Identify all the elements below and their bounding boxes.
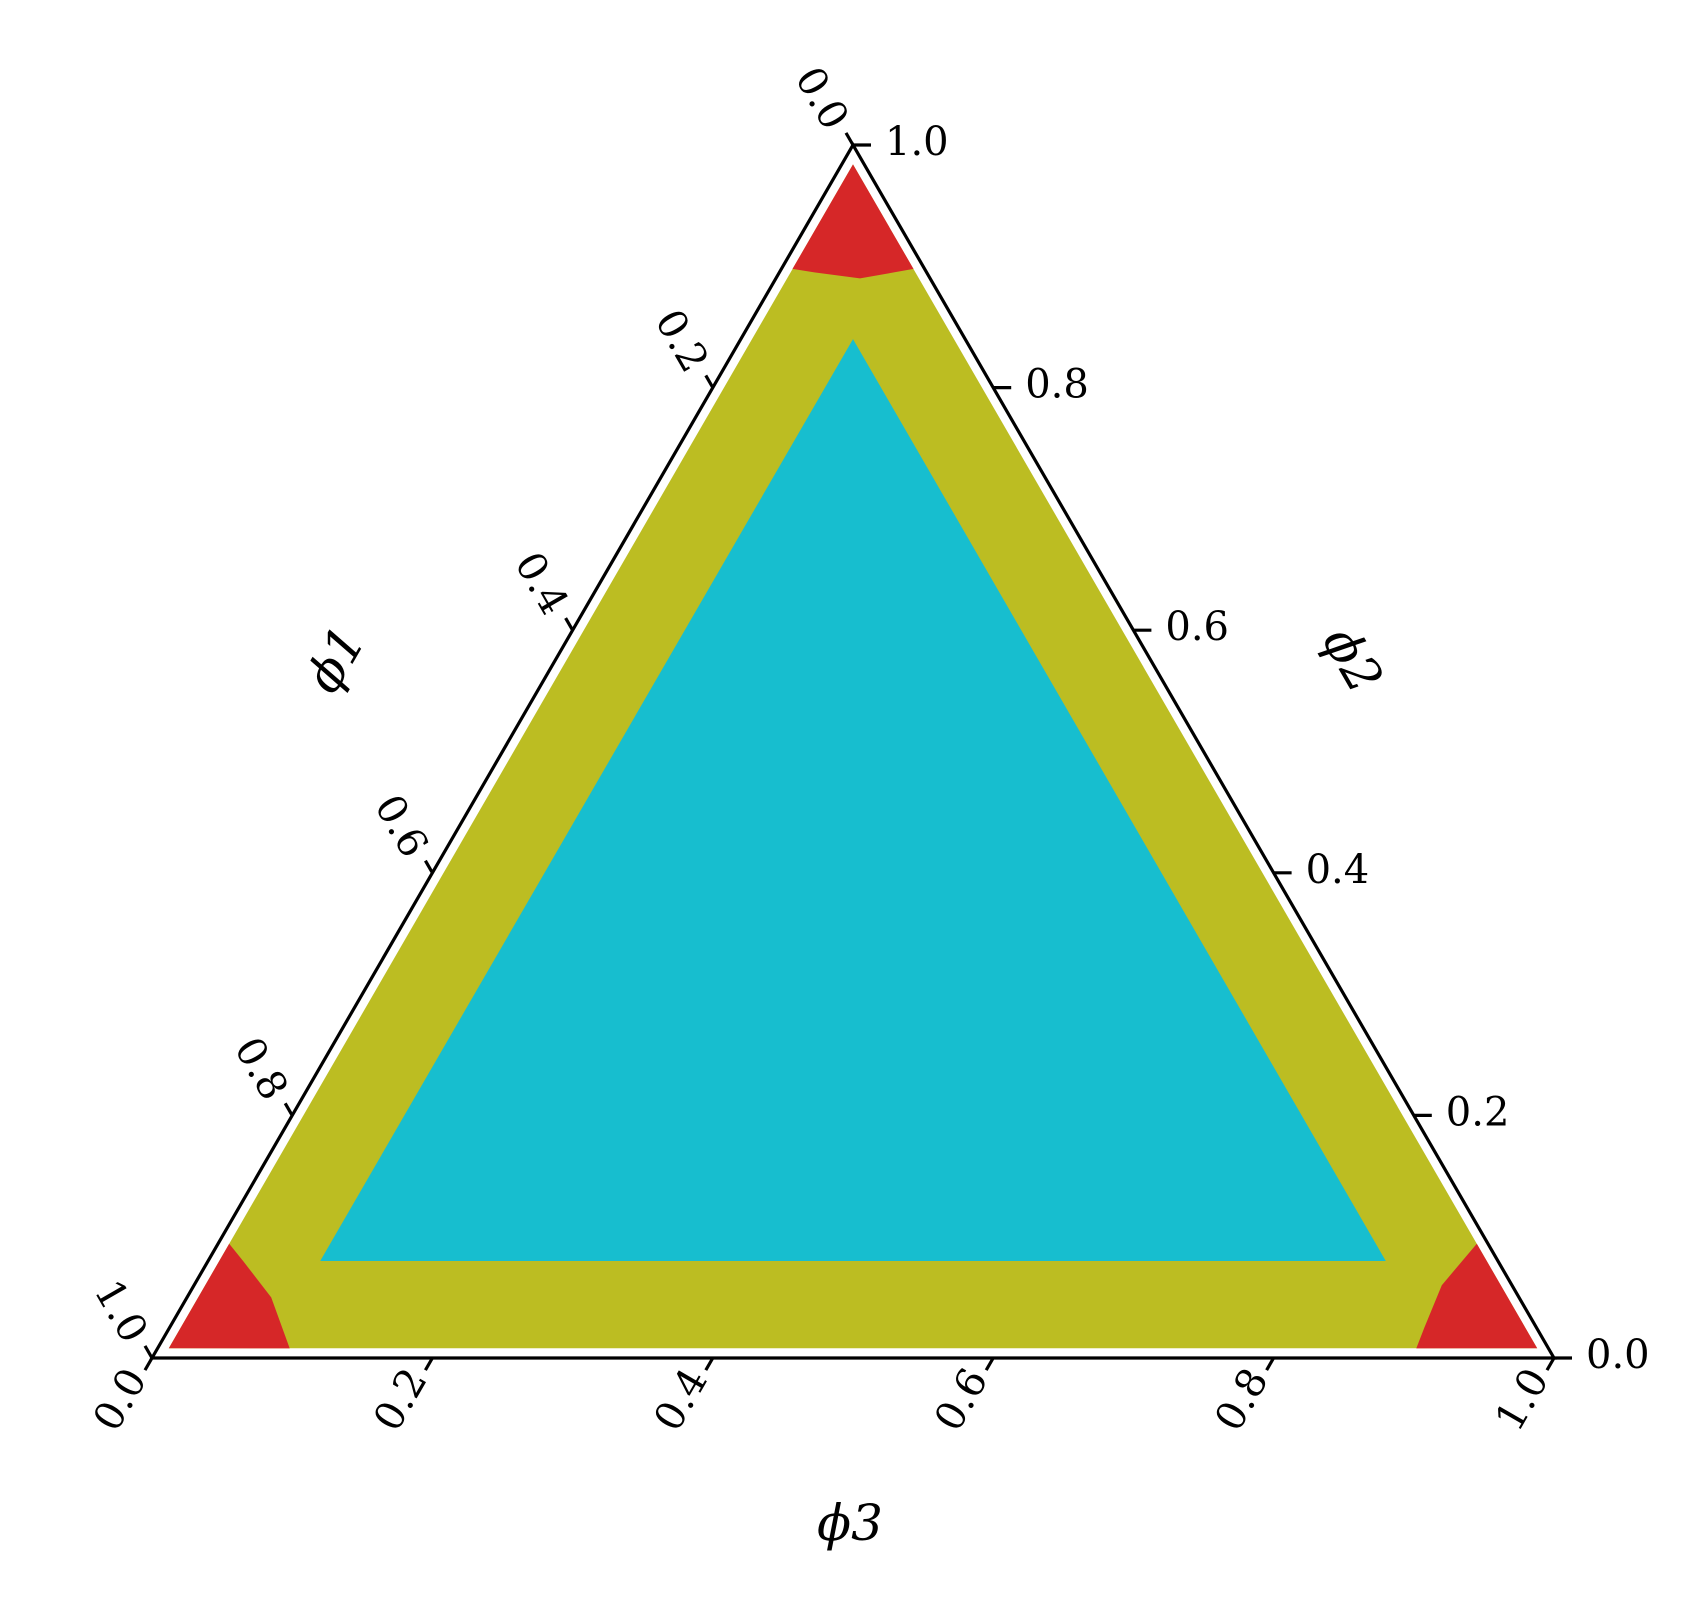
tick-phi1-0.4: [564, 617, 574, 632]
phase-regions: [168, 164, 1538, 1349]
tick-label-phi3-0.2: 0.2: [365, 1361, 437, 1439]
tick-phi1-0.6: [424, 859, 434, 874]
axis-title-phi2: ϕ2: [1311, 616, 1394, 702]
tick-label-phi3-0.0: 0.0: [85, 1361, 157, 1439]
tick-label-phi2-0.0: 0.0: [1586, 1332, 1650, 1378]
axis-title-phi1: ϕ1: [294, 616, 377, 702]
tick-label-phi1-0.4: 0.4: [505, 545, 577, 623]
tick-phi1-0.2: [704, 374, 715, 389]
tick-label-phi2-0.6: 0.6: [1165, 604, 1229, 650]
tick-phi1-1.0: [143, 1345, 154, 1359]
tick-label-phi3-1.0: 1.0: [1487, 1361, 1559, 1439]
region-corner-phi2: [792, 164, 914, 279]
tick-label-phi3-0.6: 0.6: [926, 1361, 998, 1439]
region-interior: [320, 339, 1386, 1262]
tick-label-phi3-0.4: 0.4: [645, 1361, 717, 1439]
tick-phi1-0.8: [283, 1102, 294, 1117]
region-corner-phi3: [1416, 1243, 1538, 1349]
tick-label-phi2-0.2: 0.2: [1446, 1089, 1510, 1135]
tick-label-phi1-1.0: 1.0: [85, 1272, 157, 1350]
tick-phi1-0.0: [844, 132, 855, 146]
tick-label-phi1-0.2: 0.2: [646, 302, 718, 380]
ternary-axes: [149, 141, 1557, 1360]
tick-label-phi1-0.8: 0.8: [225, 1030, 297, 1108]
tick-label-phi1-0.6: 0.6: [365, 787, 437, 865]
tick-label-phi2-1.0: 1.0: [885, 119, 949, 165]
tick-label-phi2-0.8: 0.8: [1025, 362, 1089, 408]
tick-phi3-0.0: [143, 1357, 154, 1371]
triangle-frame: [149, 141, 1557, 1360]
tick-phi3-1.0: [1545, 1357, 1556, 1371]
tick-label-phi3-0.8: 0.8: [1206, 1361, 1278, 1439]
tick-label-phi2-0.4: 0.4: [1306, 847, 1370, 893]
tick-label-phi1-0.0: 0.0: [786, 59, 858, 137]
tick-phi3-0.6: [984, 1357, 995, 1371]
region-corner-phi1: [168, 1243, 290, 1349]
tick-phi3-0.8: [1265, 1357, 1275, 1371]
tick-marks: [143, 132, 1572, 1371]
tick-phi3-0.4: [704, 1357, 715, 1371]
tick-phi3-0.2: [424, 1357, 434, 1371]
axis-title-phi3: ϕ3: [817, 1494, 883, 1552]
